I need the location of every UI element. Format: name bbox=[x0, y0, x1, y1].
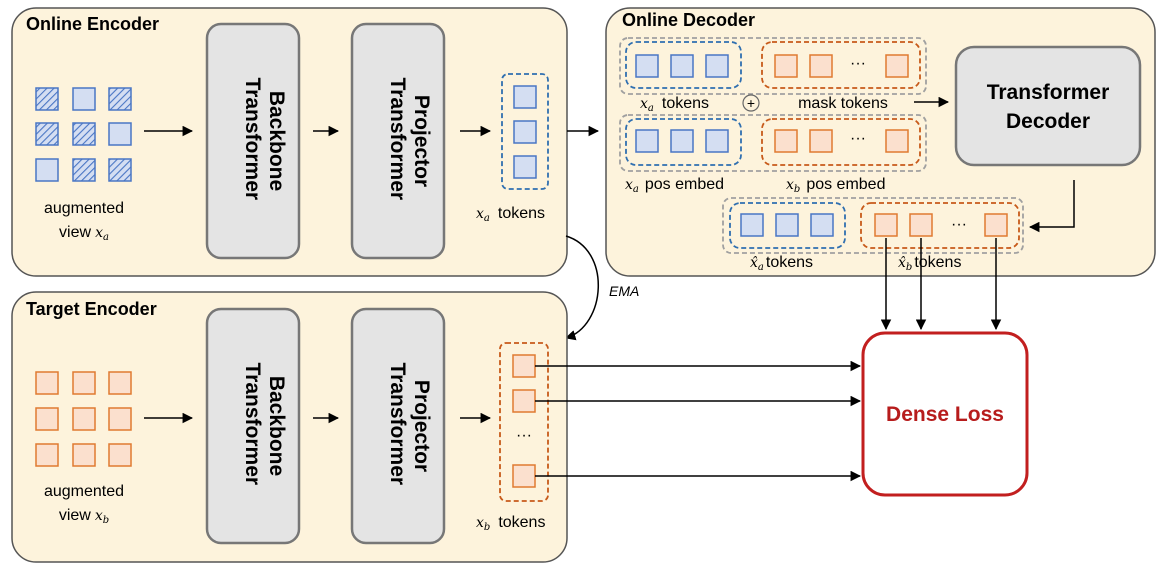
transformer-backbone-online bbox=[205, 22, 301, 260]
xb-token bbox=[512, 464, 536, 488]
xb-pos-embed bbox=[885, 129, 909, 153]
xa-pos-embed-box bbox=[625, 118, 742, 166]
augmented-view-a-patches bbox=[35, 87, 132, 182]
online-decoder-title: Online Decoder bbox=[622, 10, 755, 30]
transformer-projector-target bbox=[350, 307, 446, 545]
xa-hat-token bbox=[775, 213, 799, 237]
xb-pos-embed bbox=[809, 129, 833, 153]
mask-token bbox=[774, 54, 798, 78]
xb-token bbox=[512, 354, 536, 378]
xa-token bbox=[635, 54, 659, 78]
xb-pos-embed bbox=[774, 129, 798, 153]
online-encoder-title: Online Encoder bbox=[26, 14, 159, 34]
token-sum-group-top bbox=[619, 37, 927, 95]
mask-tokens-caption: mask tokens bbox=[798, 95, 888, 112]
transformer-backbone-target bbox=[205, 307, 301, 545]
augmented-label-a: augmented bbox=[44, 200, 124, 217]
transformer-decoder bbox=[954, 45, 1142, 167]
xa-hat-token bbox=[740, 213, 764, 237]
decoder-label-line2: Decoder bbox=[1006, 110, 1090, 133]
xa-pos-embed bbox=[705, 129, 729, 153]
plus-icon bbox=[742, 94, 760, 112]
xa-token bbox=[705, 54, 729, 78]
ellipsis: ··· bbox=[516, 427, 532, 444]
xb-pos-embed-box bbox=[761, 118, 921, 166]
backbone-online-label: Transformer Backbone bbox=[241, 78, 288, 205]
mask-token bbox=[809, 54, 833, 78]
token-sum-group-bottom bbox=[619, 114, 927, 172]
xb-tokens-group bbox=[499, 342, 549, 502]
xb-hat-tokens-box bbox=[860, 202, 1020, 249]
xa-token bbox=[670, 54, 694, 78]
xb-hat-token bbox=[984, 213, 1008, 237]
xa-hat-tokens-box bbox=[729, 202, 846, 249]
ema-arrow bbox=[564, 235, 599, 341]
xa-tokens-group bbox=[501, 73, 549, 190]
dense-loss-box bbox=[861, 331, 1029, 497]
augmented-view-b-patches bbox=[35, 371, 132, 467]
arrow-decoder-to-predictions bbox=[1028, 180, 1075, 233]
xa-token bbox=[513, 85, 537, 109]
xb-hat-token bbox=[909, 213, 933, 237]
xa-token bbox=[513, 120, 537, 144]
xa-token bbox=[513, 155, 537, 179]
projector-online-label: Transformer Projector bbox=[386, 78, 433, 205]
mask-token bbox=[885, 54, 909, 78]
xa-tokens-box bbox=[625, 41, 742, 89]
xa-pos-embed bbox=[635, 129, 659, 153]
plus-icon-glyph: + bbox=[747, 95, 755, 111]
mask-tokens-box bbox=[761, 41, 921, 89]
ema-label: EMA bbox=[609, 283, 639, 299]
augmented-label-b: augmented bbox=[44, 483, 124, 500]
xb-token bbox=[512, 389, 536, 413]
decoder-label-line1: Transformer bbox=[987, 81, 1110, 104]
xa-hat-token bbox=[810, 213, 834, 237]
target-encoder-title: Target Encoder bbox=[26, 299, 157, 319]
dense-loss-label: Dense Loss bbox=[886, 403, 1004, 426]
xb-hat-token bbox=[874, 213, 898, 237]
ellipsis: ··· bbox=[850, 130, 866, 147]
backbone-target-label: Transformer Backbone bbox=[241, 363, 288, 490]
prediction-group bbox=[722, 197, 1024, 254]
transformer-projector-online bbox=[350, 22, 446, 260]
ellipsis: ··· bbox=[951, 216, 967, 233]
ellipsis: ··· bbox=[850, 55, 866, 72]
projector-target-label: Transformer Projector bbox=[386, 363, 433, 490]
xa-pos-embed bbox=[670, 129, 694, 153]
